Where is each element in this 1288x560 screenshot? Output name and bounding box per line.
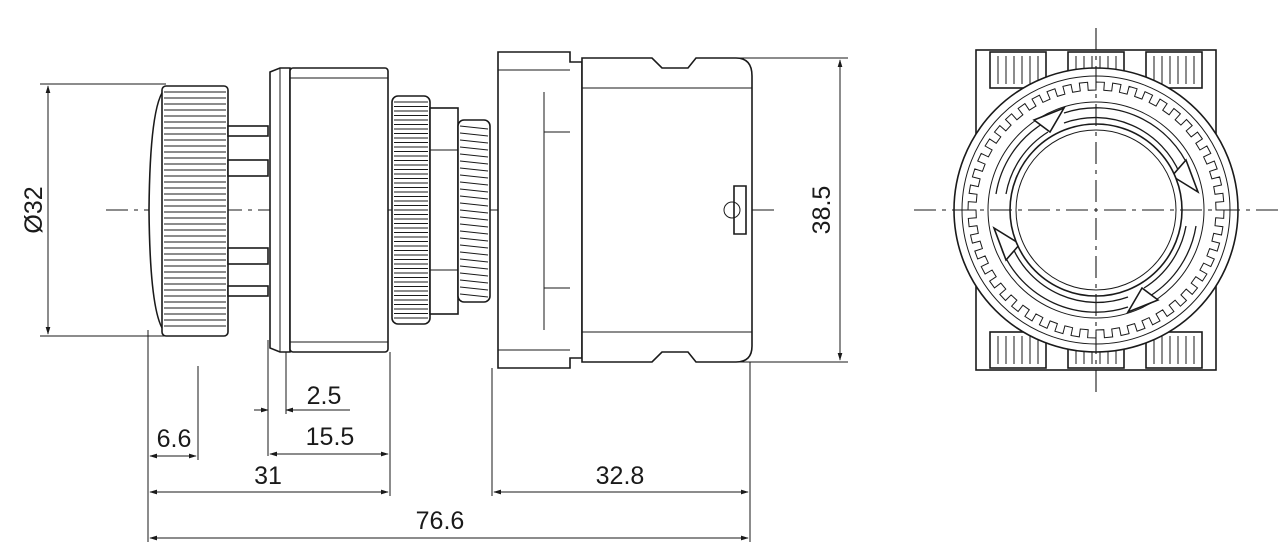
dim-height: 38.5 [740, 57, 848, 363]
bezel [289, 67, 389, 353]
collar [429, 107, 459, 315]
dim-head-ring: 2.5 [254, 382, 350, 413]
height-label: 38.5 [808, 186, 836, 235]
block-length-label: 32.8 [596, 462, 645, 490]
head-ring-label: 2.5 [307, 382, 342, 410]
stem-rods [227, 125, 269, 297]
threaded-bushing [457, 119, 491, 303]
dim-overall: 76.6 [149, 507, 749, 541]
front-length-label: 31 [254, 462, 282, 490]
dim-bezel: 15.5 [269, 423, 389, 457]
diameter-label: Ø32 [20, 186, 48, 233]
dim-diameter: Ø32 [20, 83, 166, 337]
dim-front: 31 [149, 462, 389, 495]
knurled-nut [391, 95, 431, 325]
overall-length-label: 76.6 [416, 507, 465, 535]
serrated-ring [967, 81, 1225, 339]
mounting-frame [497, 51, 583, 369]
front-view [914, 28, 1282, 392]
side-view: Ø32 38.5 2.5 6.6 15.5 [20, 51, 848, 542]
rotation-arrows [992, 106, 1200, 314]
cap-length-label: 6.6 [157, 425, 192, 453]
knurled-cap [161, 85, 229, 337]
dim-block: 32.8 [493, 462, 749, 495]
bezel-length-label: 15.5 [306, 423, 355, 451]
contact-block [581, 57, 753, 363]
dim-cap: 6.6 [149, 425, 197, 459]
